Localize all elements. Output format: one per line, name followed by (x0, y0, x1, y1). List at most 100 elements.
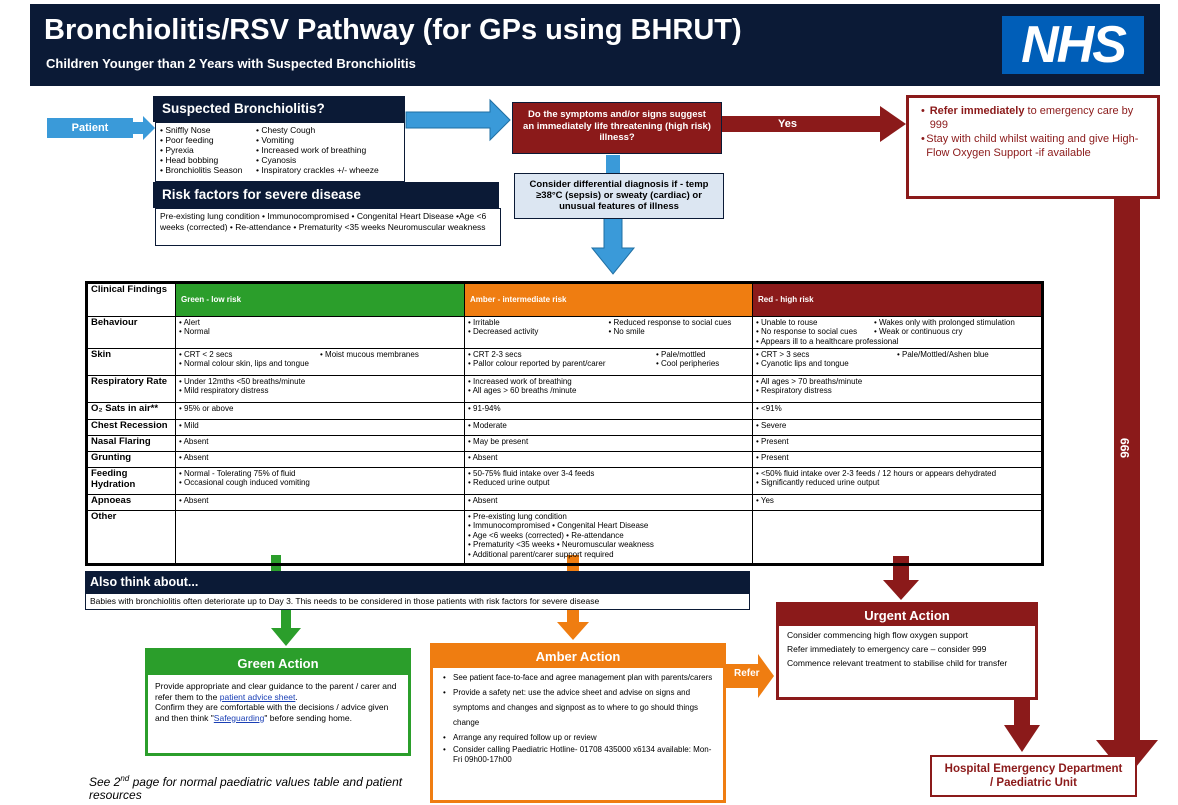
red-cell: • CRT > 3 secs• Pale/Mottled/Ashen blue•… (752, 348, 1043, 376)
finding: • Moist mucous membranes (320, 350, 419, 359)
green-cell: • Absent (175, 451, 465, 468)
amber-cell: • 50-75% fluid intake over 3-4 feeds• Re… (464, 467, 753, 495)
patient-advice-sheet-link[interactable]: patient advice sheet (219, 691, 296, 702)
amber-cell: • Absent (464, 494, 753, 511)
finding: • Wakes only with prolonged stimulation (874, 318, 1015, 327)
safeguarding-link[interactable]: Safeguarding (213, 712, 265, 723)
green-action-p2-end: " before sending home. (264, 712, 352, 723)
row-label: Other (86, 510, 176, 565)
symptom: • Pyrexia (160, 145, 194, 155)
red-cell: • Yes (752, 494, 1043, 511)
green-cell: • Absent (175, 494, 465, 511)
refer-item: • Refer immediately to emergency care by… (921, 105, 1134, 131)
red-cell: • <50% fluid intake over 2-3 feeds / 12 … (752, 467, 1043, 495)
symptom: • Head bobbing (160, 155, 219, 165)
footnote-sup: nd (120, 774, 130, 783)
finding: • Cyanotic lips and tongue (756, 359, 849, 369)
finding: • Appears ill to a healthcare profession… (756, 336, 899, 346)
yes-label: Yes (778, 118, 797, 130)
finding: • Cool peripheries (656, 359, 720, 369)
finding: • Immunocompromised • Congenital Heart D… (468, 521, 649, 531)
patient-presents: Patient Presents (47, 118, 133, 154)
header-banner (30, 4, 1160, 86)
row-label: Nasal Flaring (86, 435, 176, 452)
green-cell: • Absent (175, 435, 465, 452)
finding: • Pre-existing lung condition (468, 512, 567, 521)
table-row: Feeding Hydration • Normal - Tolerating … (86, 467, 1043, 495)
green-action-title: Green Action (148, 651, 408, 675)
symptom: • Sniffly Nose (160, 125, 211, 135)
amber-action-item-text: Arrange any required follow up or review (453, 733, 597, 742)
header-red: Red - high risk (752, 282, 1043, 317)
table-header-row: Clinical Findings Green - low risk Amber… (86, 282, 1043, 317)
differential-diagnosis: Consider differential diagnosis if - tem… (514, 173, 724, 219)
footnote-text-rest: page for normal paediatric values table … (89, 775, 403, 802)
finding: • All ages > 60 breaths /minute (468, 386, 577, 396)
refer-item-text: Stay with child whilst waiting and give … (926, 133, 1139, 159)
amber-action-title: Amber Action (433, 646, 723, 668)
finding: • Reduced urine output (468, 478, 550, 488)
nhs-logo: NHS (1002, 16, 1144, 74)
urgent-action-box: Urgent Action Consider commencing high f… (776, 602, 1038, 700)
green-action-p1: Provide appropriate and clear guidance t… (155, 681, 397, 702)
red-cell: • <91% (752, 402, 1043, 420)
table-row: Nasal Flaring • Absent • May be present … (86, 435, 1043, 452)
finding: • <50% fluid intake over 2-3 feeds / 12 … (756, 469, 997, 478)
amber-cell: • Irritable• Decreased activity• Reduced… (464, 316, 753, 349)
symptom: • Vomiting (256, 135, 294, 145)
finding: • Weak or continuous cry (874, 327, 963, 337)
finding: • Alert (179, 318, 201, 327)
finding: • CRT 2-3 secs (468, 350, 522, 359)
symptom: • Chesty Cough (256, 125, 316, 135)
table-row: Apnoeas • Absent • Absent • Yes (86, 494, 1043, 511)
amber-action-item: •Provide a safety net: use the advice sh… (443, 685, 713, 730)
green-cell: • Alert• Normal (175, 316, 465, 349)
green-cell: • Normal - Tolerating 75% of fluid• Occa… (175, 467, 465, 495)
refer-immediately-box: • Refer immediately to emergency care by… (906, 95, 1160, 199)
symptom: • Increased work of breathing (256, 145, 367, 155)
arrow-green-action (271, 610, 301, 646)
page-title: Bronchiolitis/RSV Pathway (for GPs using… (44, 14, 742, 46)
arrow-amber-action (557, 610, 589, 640)
red-cell: • All ages > 70 breaths/minute• Respirat… (752, 375, 1043, 403)
finding: • Additional parent/carer support requir… (468, 549, 614, 559)
amber-action-item-text: Consider calling Paediatric Hotline- 017… (453, 745, 712, 764)
red-cell: • Present (752, 451, 1043, 468)
green-cell: • Mild (175, 419, 465, 436)
amber-cell: • CRT 2-3 secs• Pallor colour reported b… (464, 348, 753, 376)
amber-action-box: Amber Action •See patient face-to-face a… (430, 643, 726, 803)
amber-action-list: •See patient face-to-face and agree mana… (433, 668, 723, 764)
symptom: • Bronchiolitis Season (160, 165, 243, 175)
suspected-box: • Sniffly Nose • Poor feeding • Pyrexia … (155, 122, 405, 182)
arrow-presents (133, 116, 155, 140)
urgent-action-item: Consider commencing high flow oxygen sup… (787, 630, 968, 640)
life-threatening-question: Do the symptoms and/or signs suggest an … (512, 102, 722, 154)
amber-cell: • Increased work of breathing• All ages … (464, 375, 753, 403)
row-label: Behaviour (86, 316, 176, 349)
red-cell (752, 510, 1043, 565)
green-action-p1-end: . (295, 691, 298, 702)
finding: • Irritable (468, 318, 500, 327)
finding: • Prematurity <35 weeks • Neuromuscular … (468, 540, 654, 550)
table-row: Grunting • Absent • Absent • Present (86, 451, 1043, 468)
header-green: Green - low risk (175, 282, 465, 317)
finding: • Pallor colour reported by parent/carer (468, 359, 606, 369)
finding: • Unable to rouse (756, 318, 818, 327)
arrow-to-question (405, 98, 511, 142)
row-label: Feeding Hydration (86, 467, 176, 495)
amber-cell: • Pre-existing lung condition • Immunoco… (464, 510, 753, 565)
finding: • Respiratory distress (756, 386, 832, 396)
clinical-findings-table: Clinical Findings Green - low risk Amber… (85, 281, 1044, 566)
amber-action-item: •See patient face-to-face and agree mana… (443, 670, 713, 685)
hospital-emergency-box: Hospital Emergency Department / Paediatr… (930, 755, 1137, 797)
table-row: Behaviour • Alert• Normal • Irritable• D… (86, 316, 1043, 349)
finding: • Reduced response to social cues (608, 318, 732, 327)
row-label: O₂ Sats in air** (86, 402, 176, 420)
finding: • Normal - Tolerating 75% of fluid (179, 469, 296, 478)
amber-cell: • Moderate (464, 419, 753, 436)
amber-action-item-text: See patient face-to-face and agree manag… (453, 673, 713, 682)
finding: • Age <6 weeks (corrected) • Re-attendan… (468, 530, 624, 540)
amber-cell: • May be present (464, 435, 753, 452)
refer-item: • Stay with child whilst waiting and giv… (921, 132, 1147, 160)
arrow-refer (726, 654, 774, 698)
